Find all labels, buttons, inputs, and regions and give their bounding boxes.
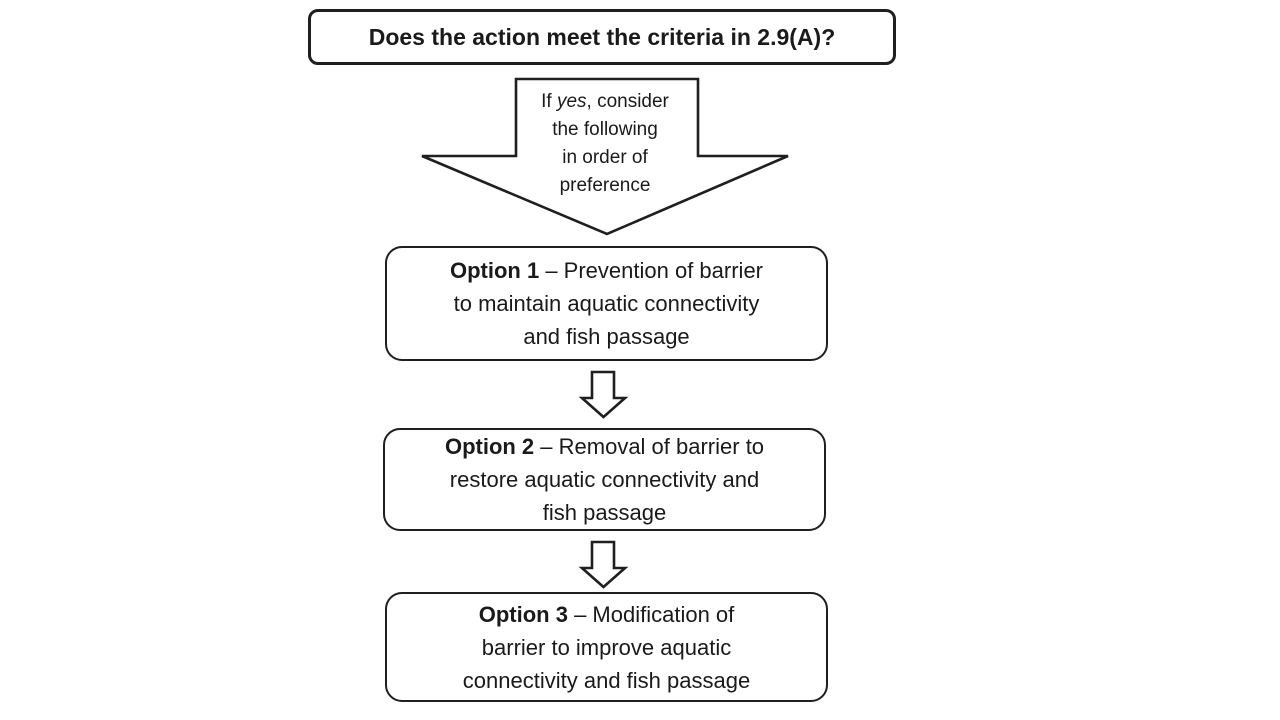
option-3-label: Option 3: [478, 601, 568, 627]
criteria-question-box: Does the action meet the criteria in 2.9…: [308, 9, 896, 65]
option-3-line-2: barrier to improve aquatic: [481, 634, 732, 660]
option-3-line-3: connectivity and fish passage: [462, 667, 751, 693]
option-2-line-3: fish passage: [542, 500, 667, 525]
option-2-label: Option 2: [444, 434, 535, 459]
option-1-line1-rest: – Prevention of barrier: [539, 258, 763, 283]
arrow-note-line1-prefix: If: [541, 91, 557, 112]
down-arrow-icon-1: [578, 370, 629, 419]
option-3-line-1: Option 3 – Modification of: [479, 598, 735, 631]
option-2-line-2: restore aquatic connectivity and: [449, 467, 760, 492]
option-1-label: Option 1: [450, 258, 540, 283]
criteria-question-text: Does the action meet the criteria in 2.9…: [368, 23, 836, 50]
arrow-note-line1-italic: yes: [556, 91, 587, 112]
option-1-line-3: and fish passage: [523, 324, 690, 349]
large-down-arrow-shape: [421, 77, 789, 236]
option-1-line-1: Option 1 – Prevention of barrier: [450, 254, 763, 287]
arrow-note-line-3: in order of: [562, 147, 648, 168]
down-arrow-shape-2: [578, 540, 629, 589]
down-arrow-icon-2: [578, 540, 629, 589]
arrow-note-line-4: preference: [559, 175, 651, 196]
arrow-note-line1-suffix: , consider: [586, 91, 669, 112]
option-2-box: Option 2 – Removal of barrier to restore…: [383, 428, 826, 531]
arrow-note-text: If yes, consider the following in order …: [505, 88, 705, 200]
option-2-line1-rest: – Removal of barrier to: [534, 434, 765, 459]
option-3-line1-rest: – Modification of: [567, 601, 735, 627]
option-1-box: Option 1 – Prevention of barrier to main…: [385, 246, 828, 361]
option-3-box: Option 3 – Modification of barrier to im…: [385, 592, 828, 702]
option-2-line-1: Option 2 – Removal of barrier to: [445, 430, 764, 463]
arrow-note-line-1: If yes, consider: [505, 88, 705, 116]
large-down-arrow-icon: [421, 77, 789, 236]
down-arrow-shape-1: [578, 370, 629, 419]
option-1-line-2: to maintain aquatic connectivity: [453, 291, 760, 316]
arrow-note-line-2: the following: [552, 119, 658, 140]
